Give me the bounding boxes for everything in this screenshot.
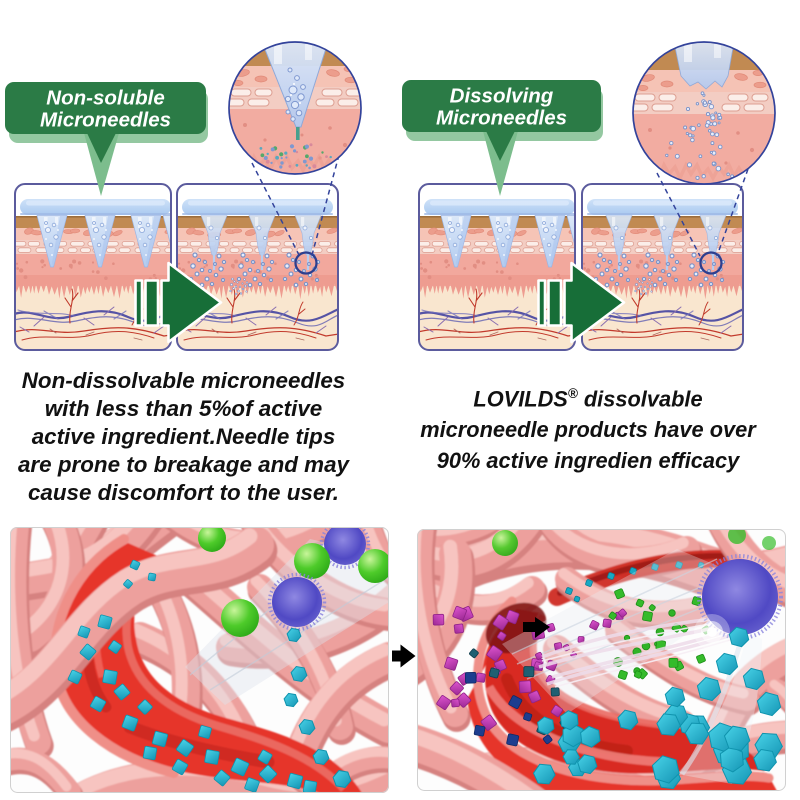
svg-text:Non-soluble: Non-soluble [46,87,164,110]
svg-text:Microneedles: Microneedles [40,109,171,132]
svg-text:Dissolving: Dissolving [450,85,554,108]
svg-text:Microneedles: Microneedles [436,107,567,130]
